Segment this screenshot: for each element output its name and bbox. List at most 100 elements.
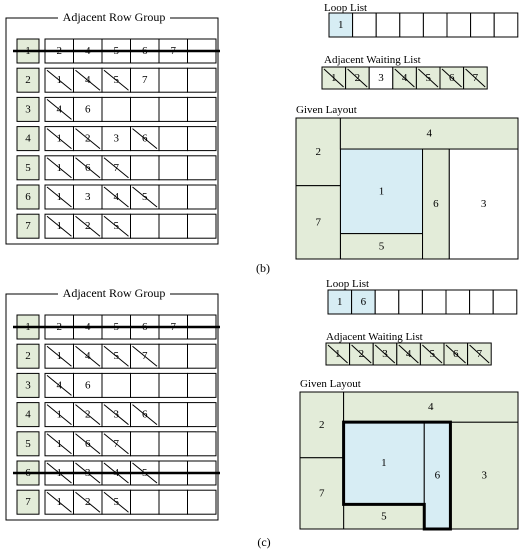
row-label-box — [16, 213, 40, 239]
adjacency-cell — [187, 96, 217, 122]
visited-slash — [75, 215, 101, 237]
loop-cell — [493, 12, 519, 38]
row-label: 2 — [25, 74, 31, 86]
visited-slash — [46, 157, 72, 179]
row-label: 7 — [25, 496, 31, 508]
room-7 — [295, 185, 341, 260]
row-label: 3 — [25, 103, 31, 115]
visited-slash — [323, 68, 344, 88]
room-label: 4 — [428, 401, 434, 413]
visited-slash — [46, 186, 72, 208]
room-label: 5 — [379, 240, 385, 252]
adjacency-value: 3 — [85, 191, 91, 203]
visited-slash — [103, 404, 129, 425]
visited-slash — [374, 344, 396, 364]
visited-slash — [132, 345, 158, 367]
adjacency-cell — [158, 343, 188, 369]
panel-b: Adjacent Row Group 124567214573464123651… — [5, 2, 519, 275]
adjacency-cell — [101, 96, 131, 122]
row-label-box — [16, 343, 40, 369]
adjacency-cell — [158, 372, 188, 398]
visited-slash — [103, 186, 129, 208]
visited-slash — [75, 69, 101, 91]
adjacency-cell — [187, 67, 217, 93]
row-label: 3 — [25, 379, 31, 391]
visited-slash — [351, 344, 372, 364]
adjacency-cell — [187, 402, 217, 428]
visited-slash — [398, 344, 419, 364]
adjacency-cell — [101, 126, 131, 152]
adjacency-cell — [158, 213, 188, 239]
row-label: 7 — [25, 220, 31, 232]
adjacency-cell — [130, 96, 160, 122]
adjacency-cell — [158, 431, 188, 457]
room-label: 6 — [433, 198, 439, 210]
waiting-list-title: Adjacent Waiting List — [326, 331, 423, 343]
row-label: 6 — [25, 191, 31, 203]
adjacency-cell — [187, 372, 217, 398]
visited-slash — [103, 69, 129, 91]
adjacency-value: 6 — [85, 103, 91, 115]
visited-slash — [46, 215, 72, 237]
room-label: 7 — [315, 216, 321, 228]
room-label: 3 — [481, 198, 487, 210]
adjacency-cell — [101, 372, 131, 398]
visited-slash — [132, 186, 158, 208]
visited-slash — [394, 68, 415, 88]
visited-slash — [103, 491, 129, 513]
adjacency-value: 6 — [85, 379, 91, 391]
layout-title: Given Layout — [300, 378, 361, 390]
visited-slash — [132, 128, 158, 149]
visited-slash — [132, 404, 158, 425]
room-label: 1 — [381, 457, 387, 469]
adjacency-cell — [187, 184, 217, 210]
visited-slash — [46, 433, 72, 455]
loop-list-title: Loop List — [326, 278, 369, 290]
adjacent-row-grid: 12456721457346412365167613457125 — [13, 314, 220, 515]
row-label: 2 — [25, 350, 31, 362]
room-label: 6 — [435, 470, 441, 482]
loop-cell — [398, 289, 423, 315]
visited-slash — [445, 344, 466, 364]
loop-cell — [375, 12, 401, 38]
adjacency-cell — [73, 184, 103, 210]
adjacency-cell — [130, 489, 160, 515]
row-label-box — [16, 96, 40, 122]
row-label-box — [16, 155, 40, 181]
loop-cell — [492, 289, 518, 315]
loop-cell — [421, 289, 447, 315]
visited-slash — [465, 68, 486, 88]
visited-slash — [103, 433, 129, 455]
visited-slash — [347, 68, 368, 88]
panel-caption: (c) — [257, 535, 270, 549]
adjacency-value: 3 — [114, 133, 120, 145]
loop-cell — [445, 289, 471, 315]
adjacency-cell — [187, 213, 217, 239]
visited-slash — [75, 128, 101, 149]
room-label: 1 — [379, 185, 385, 197]
loop-cell — [422, 12, 448, 38]
visited-slash — [46, 69, 72, 91]
room-label: 7 — [319, 487, 325, 499]
row-label: 4 — [25, 409, 31, 421]
adjacency-cell — [187, 431, 217, 457]
room-label: 3 — [481, 470, 487, 482]
visited-slash — [75, 157, 101, 179]
row-label-box — [16, 372, 40, 398]
row-label: 5 — [25, 438, 31, 450]
visited-slash — [103, 215, 129, 237]
room-label: 2 — [319, 419, 325, 431]
loop-list-title: Loop List — [324, 2, 367, 14]
loop-value: 1 — [338, 19, 344, 31]
visited-slash — [75, 345, 101, 367]
row-label-box — [16, 126, 40, 152]
adjacency-cell — [130, 155, 160, 181]
visited-slash — [46, 99, 72, 120]
visited-slash — [46, 404, 72, 425]
adjacent-row-grid: 12456721457346412365167613457125 — [13, 38, 220, 239]
visited-slash — [46, 128, 72, 149]
room-7 — [299, 457, 345, 530]
panel-caption: (b) — [256, 261, 270, 275]
loop-cell — [446, 12, 472, 38]
